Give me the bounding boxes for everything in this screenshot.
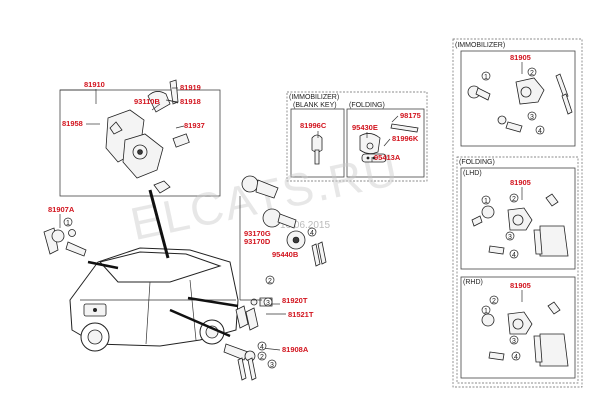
svg-text:4: 4 xyxy=(310,230,314,237)
leader-arrow-ignition xyxy=(148,189,170,259)
callout-3-rhd: 3 xyxy=(509,335,519,345)
svg-text:1: 1 xyxy=(484,198,488,205)
label-93170G: 93170G xyxy=(244,229,271,238)
label-81905-lhd: 81905 xyxy=(510,178,531,187)
center-lock-set xyxy=(223,175,327,381)
svg-text:2: 2 xyxy=(492,298,496,305)
leader-arrow-rear xyxy=(169,308,231,338)
callout-4-immo: 4 xyxy=(535,125,545,135)
label-81920T: 81920T xyxy=(282,296,308,305)
part-number-labels: 81910 81919 93110B 81918 81958 81937 819… xyxy=(48,53,531,354)
callout-1-door: 1 xyxy=(63,217,73,227)
svg-text:1: 1 xyxy=(66,220,70,227)
immobilizer-set-drawing xyxy=(467,73,573,133)
group-blank-key: (BLANK KEY) xyxy=(293,102,337,109)
label-95413A: 95413A xyxy=(374,153,401,162)
svg-text:3: 3 xyxy=(266,300,270,307)
callout-1-immo: 1 xyxy=(481,71,491,81)
label-81907A: 81907A xyxy=(48,205,75,214)
folding-frame xyxy=(456,156,579,384)
svg-text:3: 3 xyxy=(270,362,274,369)
key-panel-frame xyxy=(286,91,428,182)
callout-1-lhd: 1 xyxy=(481,195,491,205)
label-81908A: 81908A xyxy=(282,345,309,354)
label-93110B: 93110B xyxy=(134,97,160,106)
callout-3-center-b: 3 xyxy=(267,359,277,369)
svg-text:3: 3 xyxy=(512,338,516,345)
immobilizer-box xyxy=(460,50,576,147)
group-rhd: (RHD) xyxy=(463,279,483,286)
callout-4-center-b: 4 xyxy=(307,227,317,237)
svg-text:3: 3 xyxy=(530,114,534,121)
ignition-lock-assembly xyxy=(105,79,190,194)
leader-arrow-door xyxy=(87,260,119,270)
svg-text:4: 4 xyxy=(512,252,516,259)
blank-key-drawing xyxy=(311,134,323,165)
label-81918: 81918 xyxy=(180,97,201,106)
callout-3-immo: 3 xyxy=(527,111,537,121)
label-81521T: 81521T xyxy=(288,310,314,319)
callout-4-rhd: 4 xyxy=(511,351,521,361)
label-81905-rhd: 81905 xyxy=(510,281,531,290)
lhd-box xyxy=(460,167,576,270)
vehicle-outline xyxy=(69,247,239,352)
label-81937: 81937 xyxy=(184,121,205,130)
svg-text:4: 4 xyxy=(260,344,264,351)
label-81996C: 81996C xyxy=(300,121,327,130)
label-95440B: 95440B xyxy=(272,250,299,259)
callout-3-center: 3 xyxy=(263,297,273,307)
right-panel-frame xyxy=(452,38,583,388)
label-95430E: 95430E xyxy=(352,123,378,132)
rhd-set-drawing xyxy=(481,301,569,367)
label-81996K: 81996K xyxy=(392,134,419,143)
callout-3-lhd: 3 xyxy=(505,231,515,241)
svg-text:2: 2 xyxy=(260,354,264,361)
svg-text:2: 2 xyxy=(530,70,534,77)
callout-2-rhd: 2 xyxy=(489,295,499,305)
callout-2-center: 2 xyxy=(265,275,275,285)
svg-text:2: 2 xyxy=(268,278,272,285)
folding-key-box xyxy=(346,108,425,178)
svg-text:1: 1 xyxy=(484,308,488,315)
svg-text:2: 2 xyxy=(512,196,516,203)
label-81910: 81910 xyxy=(84,80,105,89)
group-immobilizer-mid: (IMMOBILIZER) xyxy=(289,94,339,101)
callout-2-lhd: 2 xyxy=(509,193,519,203)
label-93170D: 93170D xyxy=(244,237,271,246)
door-lock-cylinder-left xyxy=(43,227,87,257)
group-lhd: (LHD) xyxy=(463,170,482,177)
group-labels: (IMMOBILIZER) (BLANK KEY) (FOLDING) (IMM… xyxy=(289,42,505,286)
watermark-date: 16.06.2015 xyxy=(280,220,330,231)
svg-text:4: 4 xyxy=(538,128,542,135)
svg-text:1: 1 xyxy=(484,74,488,81)
label-98175: 98175 xyxy=(400,111,421,120)
rhd-box xyxy=(460,276,576,379)
group-folding-mid: (FOLDING) xyxy=(349,102,385,109)
ignition-assembly-box xyxy=(59,89,221,197)
callout-circles: 1 2 3 4 2 3 4 1 2 3 4 1 2 3 4 1 2 3 4 xyxy=(63,67,545,369)
callout-2-center-b: 2 xyxy=(257,351,267,361)
lhd-set-drawing xyxy=(471,193,569,257)
group-folding-right: (FOLDING) xyxy=(459,159,495,166)
callout-4-center: 4 xyxy=(257,341,267,351)
blank-key-box xyxy=(290,108,345,178)
label-81958: 81958 xyxy=(62,119,83,128)
callout-1-rhd: 1 xyxy=(481,305,491,315)
svg-text:3: 3 xyxy=(508,234,512,241)
label-81919: 81919 xyxy=(180,83,201,92)
leader-arrow-trunk xyxy=(187,296,239,308)
callout-2-immo: 2 xyxy=(527,67,537,77)
label-81905-immobilizer: 81905 xyxy=(510,53,531,62)
folding-key-drawing xyxy=(359,123,419,163)
group-immobilizer-right: (IMMOBILIZER) xyxy=(455,42,505,49)
svg-text:4: 4 xyxy=(514,354,518,361)
callout-4-lhd: 4 xyxy=(509,249,519,259)
